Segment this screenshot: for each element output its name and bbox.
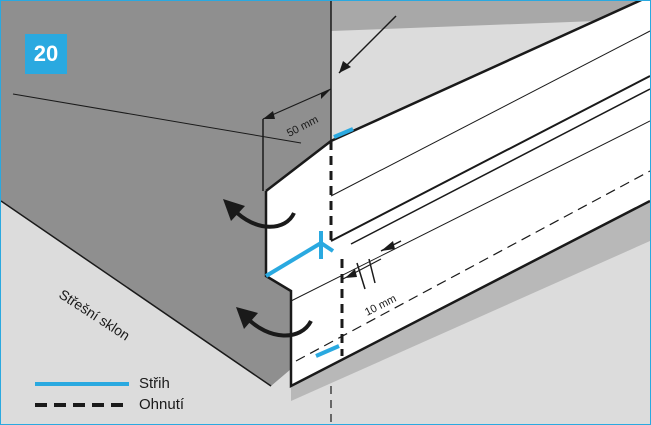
- step-number-badge: 20: [25, 34, 67, 74]
- cut-mark-top: [333, 127, 354, 139]
- dim10-tick-a: [368, 258, 376, 284]
- flashing-inner-line: [350, 88, 650, 245]
- flashing-underside: [291, 201, 650, 401]
- dim50-arrow-left: [263, 111, 275, 119]
- flashing-body: [266, 1, 650, 386]
- flashing-lower-line: [290, 120, 650, 302]
- dim50-line: [262, 88, 332, 120]
- dim50-leader-arrow: [339, 61, 351, 73]
- roof-surface: [1, 1, 331, 386]
- roof-edge-line: [1, 200, 272, 387]
- fold-arrow-upper-icon: [223, 199, 296, 229]
- legend-cut-label: Střih: [139, 375, 170, 392]
- cut-mark-bottom: [315, 344, 340, 358]
- fold-arrow-lower-icon: [236, 307, 313, 338]
- legend-fold-label: Ohnutí: [139, 396, 185, 413]
- flashing-upper-line: [330, 30, 650, 197]
- cut-line-horizontal: [264, 241, 323, 278]
- dim50-arrow-right: [321, 89, 331, 99]
- ridge-line: [12, 93, 302, 144]
- dim10-arrow-right: [381, 241, 395, 251]
- upper-wall: [331, 1, 650, 31]
- dim50-leader: [338, 15, 397, 74]
- dim10-tick-b: [356, 262, 366, 290]
- flashing-fold-line-long: [295, 170, 650, 362]
- flashing-outline: [264, 191, 650, 389]
- dim10-arrow-left: [345, 269, 357, 278]
- flashing-middle-edge: [330, 75, 650, 242]
